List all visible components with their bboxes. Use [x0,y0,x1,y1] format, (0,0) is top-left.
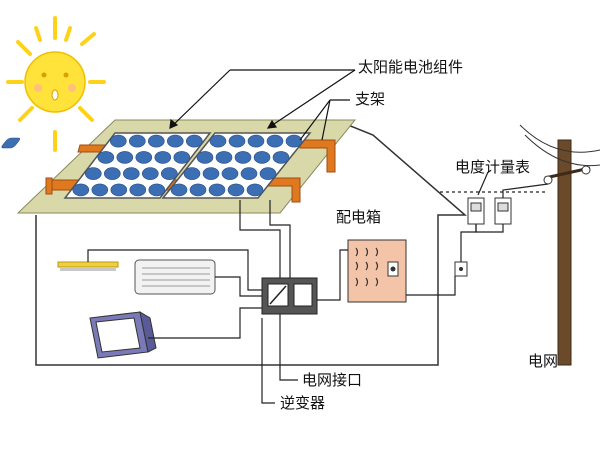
house-outline [35,124,468,366]
utility-pole [519,124,600,366]
solar-cell [116,151,134,164]
solar-cells [72,134,303,197]
label-grid: 电网 [528,352,559,370]
solar-cell [161,167,178,180]
solar-cell [123,167,140,180]
solar-cell [173,151,191,164]
solar-cell [202,167,220,180]
solar-cell [272,151,290,164]
air-conditioner-icon [134,259,216,295]
solar-cell [170,183,188,197]
inverter-icon [261,277,318,315]
tv-icon [89,310,157,359]
distribution-box [347,239,407,303]
solar-cell [285,134,303,148]
solar-cell [91,183,109,197]
solar-cell [240,167,258,180]
solar-cell [135,151,153,164]
label-solar-module: 太阳能电池组件 [358,58,464,76]
lamp-icon [57,261,119,271]
solar-cell [167,134,184,148]
solar-cell [208,183,226,197]
solar-cell [154,151,172,164]
solar-cell [110,183,128,197]
solar-cell [227,183,245,197]
solar-cell [148,134,165,148]
solar-cell [234,151,252,164]
solar-cell [183,167,201,180]
solar-cell [266,134,284,148]
solar-panel-right [161,132,312,199]
meter-icon [467,197,512,225]
solar-cell [246,183,264,197]
solar-cell [85,167,102,180]
solar-cell [142,167,159,180]
solar-cell [259,167,277,180]
solar-panel-left [1,132,212,199]
solar-cell [186,134,203,148]
label-inverter: 逆变器 [280,394,326,412]
solar-cell [104,167,121,180]
switch-icon [454,261,468,277]
solar-cell [129,134,146,148]
solar-cell [110,134,127,148]
solar-cell [97,151,115,164]
solar-cell [221,167,239,180]
solar-cell [189,183,207,197]
solar-cell [196,151,214,164]
label-bracket: 支架 [355,90,386,108]
wires [87,171,549,404]
solar-cell [129,183,147,197]
label-meter: 电度计量表 [455,158,531,176]
solar-cell [228,134,246,148]
sun-icon [6,16,106,152]
solar-cell [215,151,233,164]
solar-cell [253,151,271,164]
label-grid-interface: 电网接口 [302,371,363,389]
solar-cell [148,183,166,197]
label-distribution-box: 配电箱 [336,208,382,226]
solar-cell [72,183,90,197]
pointer-lines [169,69,356,141]
solar-cell [247,134,265,148]
solar-cell [209,134,227,148]
